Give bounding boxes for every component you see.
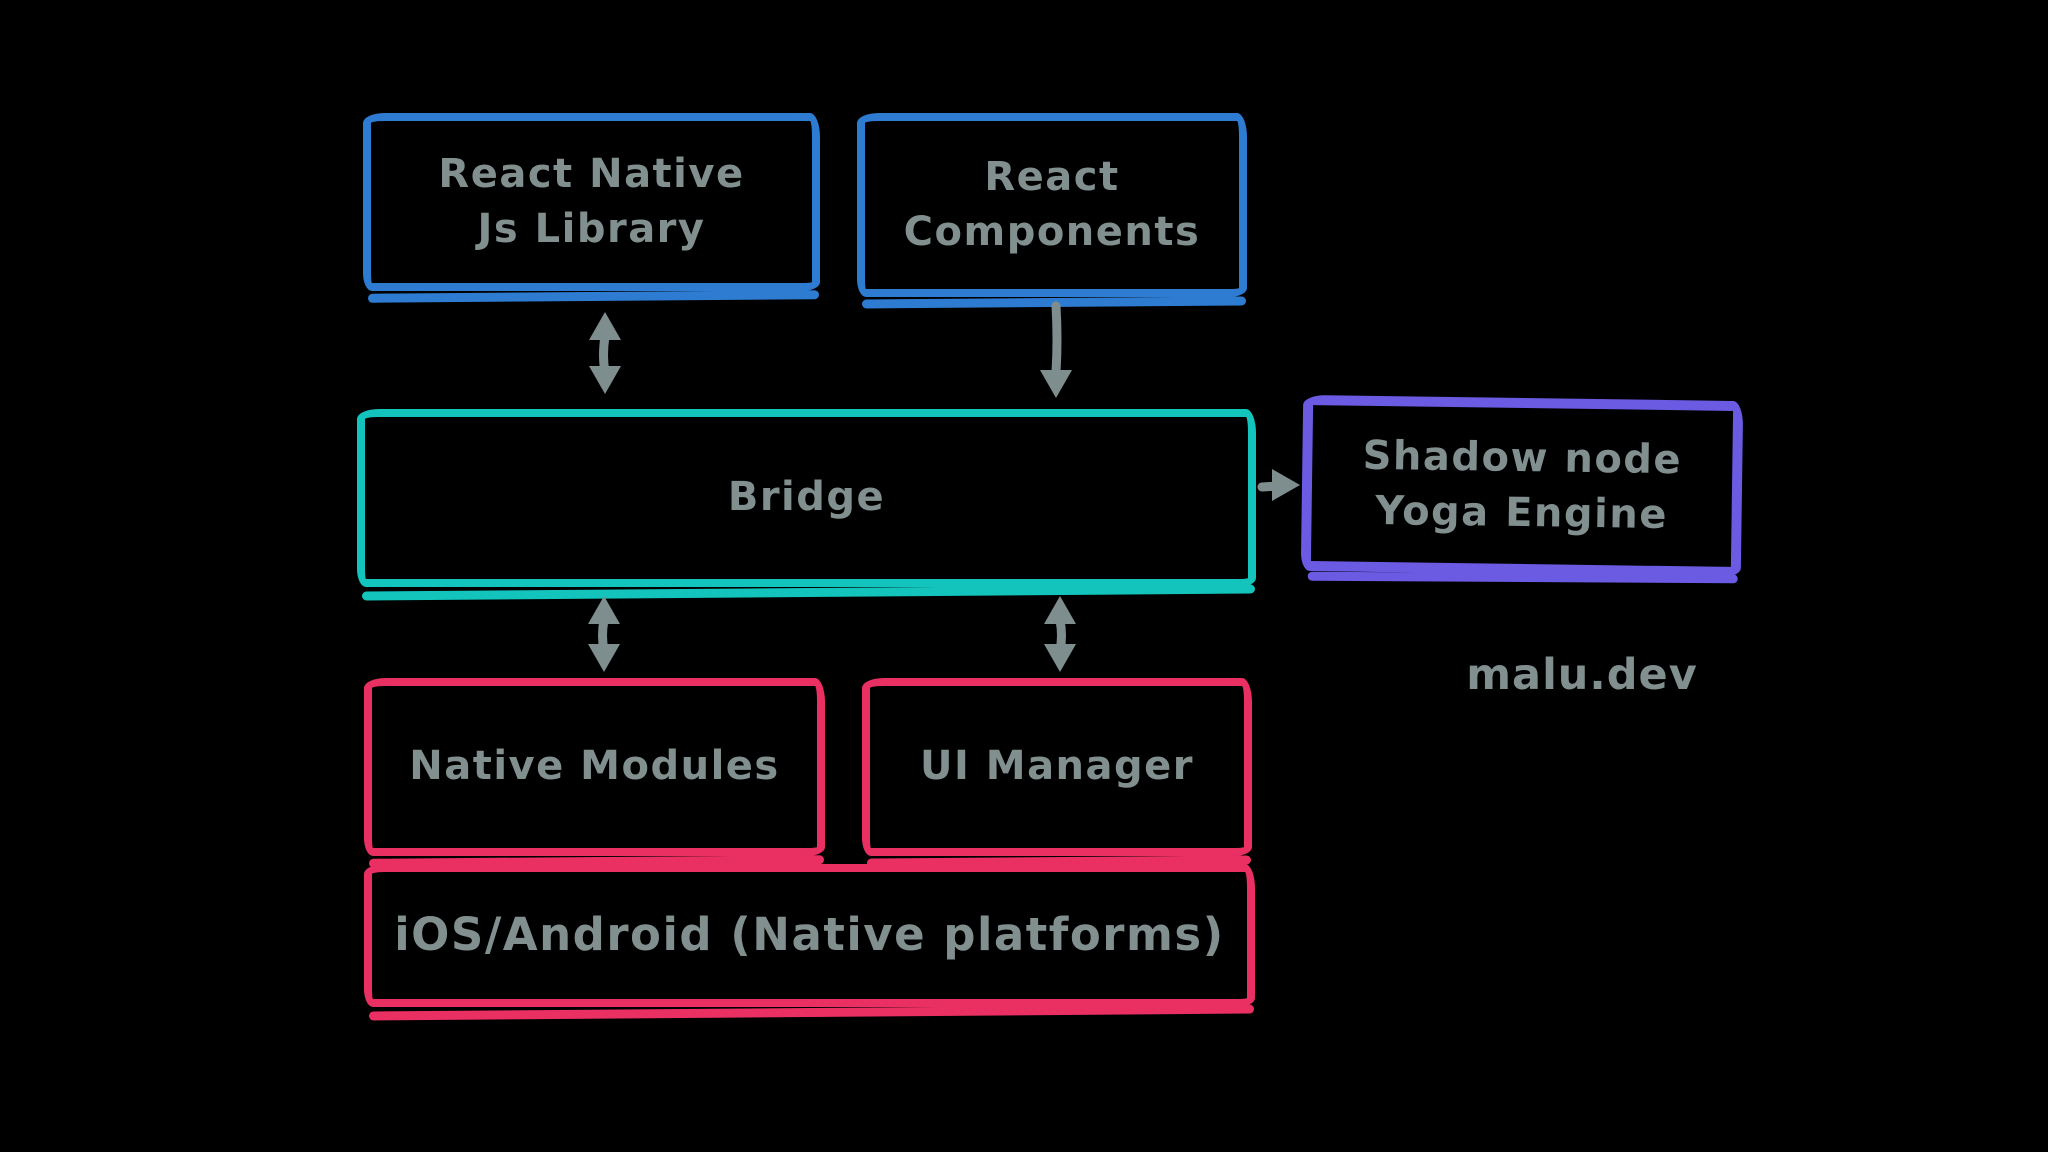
react-native-js-library-box: React Native Js Library [363, 113, 820, 291]
bridge-label: Bridge [727, 474, 886, 521]
ios-android-platforms-label: iOS/Android (Native platforms) [394, 908, 1225, 962]
arrow-js-library-bridge-bidirectional-icon [589, 312, 621, 394]
ui-manager-label: UI Manager [919, 743, 1195, 790]
react-components-box: React Components [857, 113, 1247, 297]
ios-android-platforms-box: iOS/Android (Native platforms) [364, 864, 1255, 1007]
arrow-bridge-shadow-node-right-icon [1257, 469, 1300, 501]
watermark-text: malu.dev [1466, 650, 1698, 700]
arrow-components-bridge-down-icon [1040, 301, 1072, 398]
react-native-js-library-label: React Native Js Library [438, 150, 745, 252]
react-components-label: React Components [903, 153, 1201, 255]
shadow-node-yoga-engine-box: Shadow node Yoga Engine [1300, 394, 1744, 578]
native-modules-label: Native Modules [409, 743, 780, 790]
ui-manager-box: UI Manager [862, 678, 1252, 856]
arrow-bridge-ui-manager-bidirectional-icon [1044, 596, 1076, 672]
native-modules-box: Native Modules [364, 678, 825, 856]
arrow-bridge-native-modules-bidirectional-icon [588, 596, 620, 672]
shadow-node-yoga-engine-label: Shadow node Yoga Engine [1362, 432, 1683, 539]
bridge-box: Bridge [357, 409, 1256, 587]
